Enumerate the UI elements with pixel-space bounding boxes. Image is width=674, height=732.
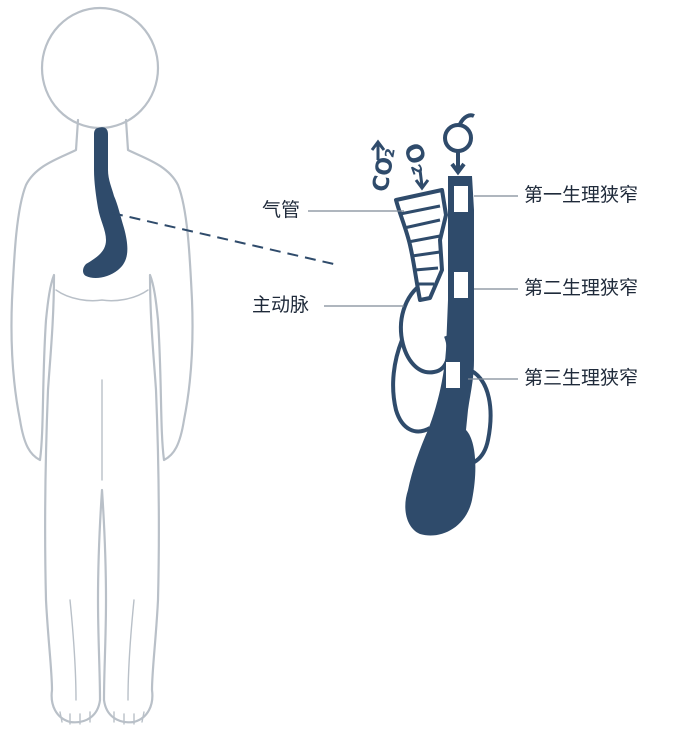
label-trachea: 气管 <box>262 201 300 220</box>
food-icon <box>445 115 474 172</box>
label-stricture-1: 第一生理狭窄 <box>524 186 638 205</box>
head <box>42 8 158 128</box>
zoom-connector <box>112 213 338 265</box>
stricture-marker-2 <box>454 272 468 298</box>
trachea <box>396 190 446 300</box>
enlarged-anatomy: CO₂ O₂ <box>368 115 490 535</box>
body-esophagus-stomach <box>83 127 127 278</box>
co2-symbol: CO₂ <box>368 146 400 194</box>
o2-symbol: O₂ <box>398 139 435 178</box>
stricture-marker-3 <box>446 362 460 388</box>
label-stricture-3: 第三生理狭窄 <box>524 369 638 388</box>
child-body-outline <box>11 8 192 724</box>
label-aorta: 主动脉 <box>252 296 309 315</box>
stricture-marker-1 <box>454 186 468 212</box>
label-stricture-2: 第二生理狭窄 <box>524 279 638 298</box>
